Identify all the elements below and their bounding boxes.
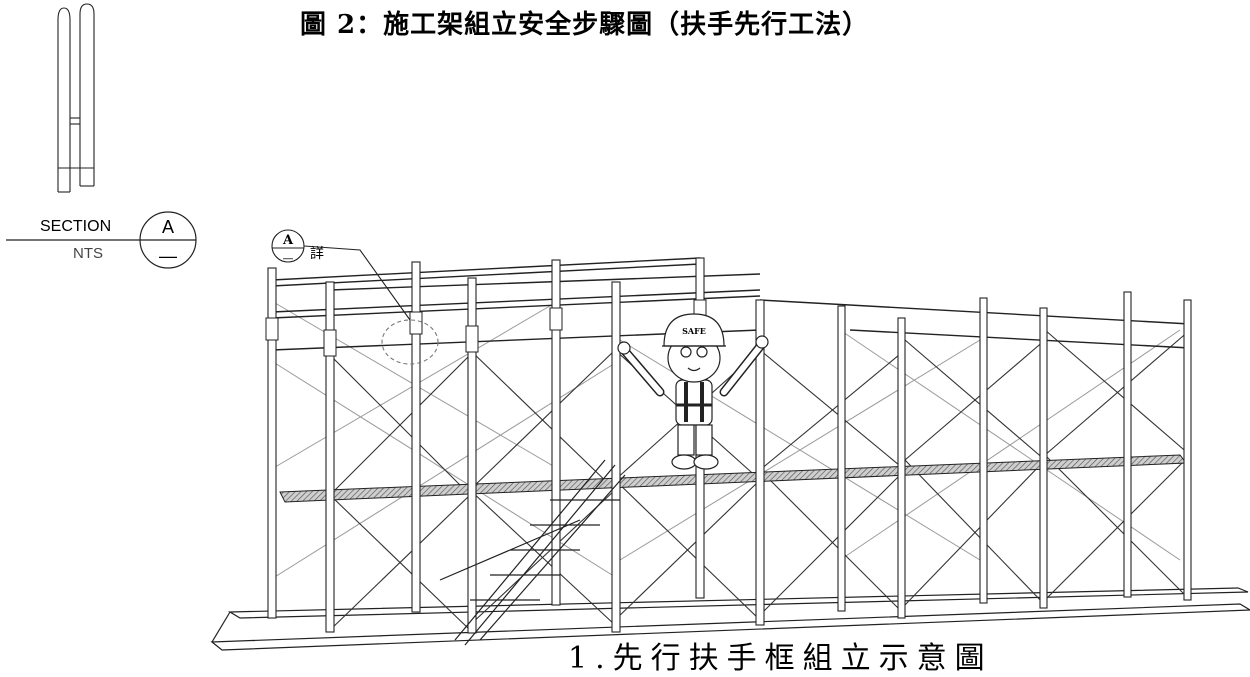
front-cross-braces — [329, 329, 1191, 631]
ground-sills — [210, 587, 1250, 651]
helmet-label: SAFE — [682, 326, 706, 336]
detail-letter: A — [282, 233, 294, 248]
section-letter: A — [162, 217, 174, 237]
access-stair — [439, 459, 626, 646]
handrails — [271, 257, 1191, 351]
figure-caption: 1.先行扶手框組立示意圖 — [568, 641, 993, 676]
detail-sheet: — — [283, 252, 294, 265]
post-joints — [265, 299, 707, 357]
figure-title: 圖 2：施工架組立安全步驟圖（扶手先行工法） — [300, 10, 870, 40]
scaffold-posts — [267, 257, 1192, 634]
section-sheet: — — [159, 246, 177, 266]
worker-figure — [617, 313, 769, 470]
detail-label: 詳 — [310, 246, 324, 262]
scale-label: NTS — [73, 245, 103, 262]
section-marker — [6, 211, 197, 269]
section-label: SECTION — [40, 218, 112, 235]
handrail-section-detail — [57, 3, 95, 193]
detail-callout — [271, 229, 439, 365]
